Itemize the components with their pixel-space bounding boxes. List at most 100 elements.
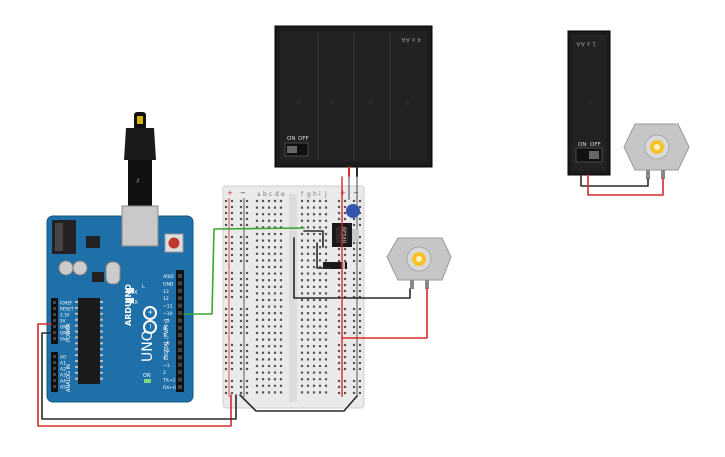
breadboard-holes[interactable]	[224, 199, 362, 395]
digital-pin	[178, 377, 182, 382]
breadboard-hole	[300, 384, 304, 387]
breadboard-hole	[255, 305, 259, 308]
breadboard-rail-hole	[224, 349, 228, 353]
breadboard-hole	[300, 298, 304, 302]
capacitor[interactable]	[346, 176, 360, 218]
breadboard-rail-hole	[245, 283, 249, 287]
breadboard-rail-hole	[224, 223, 228, 227]
breadboard-hole	[279, 246, 283, 249]
breadboard-rail-hole	[337, 295, 341, 299]
breadboard-hole	[300, 305, 304, 308]
chip-pin	[75, 336, 78, 339]
breadboard-hole	[312, 364, 316, 368]
breadboard-rail-hole	[239, 361, 243, 365]
breadboard-hole	[324, 298, 328, 302]
breadboard-rail-hole	[230, 247, 234, 251]
digital-pin-label: 2	[163, 370, 166, 376]
breadboard-rail-hole	[230, 379, 234, 383]
breadboard-hole	[261, 298, 265, 302]
breadboard-hole	[267, 298, 271, 302]
breadboard-hole	[255, 325, 259, 328]
dc-motor-main[interactable]	[386, 237, 452, 289]
breadboard-rail-hole	[245, 217, 249, 221]
breadboard-rail-hole	[343, 307, 347, 311]
breadboard-hole	[255, 265, 259, 269]
breadboard-rail-hole	[239, 199, 243, 203]
breadboard-rail-hole	[239, 241, 243, 245]
breadboard-hole	[255, 272, 259, 275]
breadboard-rail-hole	[337, 355, 341, 359]
breadboard-hole	[279, 292, 283, 295]
breadboard-rail-hole	[230, 367, 234, 371]
battery-pack-1aa[interactable]: + 1 x AA ON OFF	[567, 30, 611, 176]
digital-pin	[178, 362, 182, 367]
breadboard-hole	[267, 318, 271, 321]
breadboard-rail-hole	[230, 349, 234, 353]
breadboard-rail-hole	[230, 205, 234, 209]
breadboard-hole	[300, 338, 304, 341]
digital-pin-label: 13	[163, 289, 169, 295]
digital-pin-label: 7	[163, 333, 166, 339]
chip-pin	[100, 306, 103, 309]
breadboard-rail-hole	[230, 325, 234, 329]
breadboard-hole	[312, 279, 316, 282]
breadboard-hole	[279, 265, 283, 269]
breadboard-hole	[267, 358, 271, 361]
digital-pin-label: ~5	[163, 348, 170, 354]
breadboard-hole	[324, 285, 328, 288]
breadboard-hole	[324, 239, 328, 242]
breadboard-hole	[318, 312, 322, 315]
breadboard-rail-hole	[230, 211, 234, 215]
wires[interactable]	[37, 166, 664, 427]
analog-pin-label: A4	[60, 379, 66, 385]
breadboard-rail-hole	[352, 283, 356, 287]
breadboard-hole	[261, 351, 265, 354]
breadboard-rail-hole	[245, 349, 249, 353]
breadboard-hole	[318, 351, 322, 354]
breadboard-hole	[312, 213, 316, 216]
breadboard-hole	[312, 292, 316, 295]
breadboard-hole	[324, 325, 328, 328]
reset-button[interactable]	[164, 233, 184, 253]
breadboard-rail-hole	[245, 367, 249, 371]
analog-header[interactable]	[51, 352, 58, 392]
arduino-uno[interactable]: ⇋ − + ARDUINO UNO TX	[46, 112, 194, 403]
svg-text:h: h	[313, 191, 317, 198]
battery-pack-4aa[interactable]: + + + + 4 x AA OFF ON	[274, 25, 433, 168]
digital-pin	[178, 296, 182, 301]
breadboard-hole	[312, 219, 316, 222]
breadboard-hole	[267, 272, 271, 275]
breadboard-hole	[279, 358, 283, 361]
breadboard-hole	[279, 252, 283, 255]
svg-text:+: +	[294, 100, 302, 106]
breadboard-hole	[312, 351, 316, 354]
battery-pack-1aa-off-label: OFF	[590, 142, 601, 148]
breadboard-hole	[306, 298, 310, 302]
chip-pin	[75, 360, 78, 362]
breadboard-rail-hole	[343, 379, 347, 383]
breadboard-hole	[306, 232, 310, 236]
breadboard-hole	[261, 219, 265, 222]
breadboard-rail-hole	[245, 223, 249, 227]
breadboard-rail-hole	[352, 343, 356, 347]
analog-pin	[53, 379, 56, 382]
breadboard-hole	[279, 331, 283, 335]
dc-motor-small[interactable]	[623, 123, 690, 179]
breadboard-hole	[267, 364, 271, 368]
breadboard-rail-hole	[224, 355, 228, 359]
breadboard-hole	[324, 213, 328, 216]
breadboard-rail-hole	[230, 307, 234, 311]
breadboard-rail-hole	[343, 361, 347, 365]
breadboard-hole	[324, 384, 328, 387]
breadboard-hole	[255, 206, 259, 209]
breadboard-rail-hole	[337, 211, 341, 215]
breadboard-rail-hole	[352, 259, 356, 263]
power-pin	[53, 301, 56, 304]
digital-header[interactable]	[176, 270, 184, 392]
breadboard-hole	[324, 378, 328, 381]
tx-label: TX	[130, 290, 138, 296]
diode[interactable]	[323, 262, 347, 269]
breadboard-hole	[261, 226, 265, 229]
breadboard-hole	[273, 298, 277, 302]
